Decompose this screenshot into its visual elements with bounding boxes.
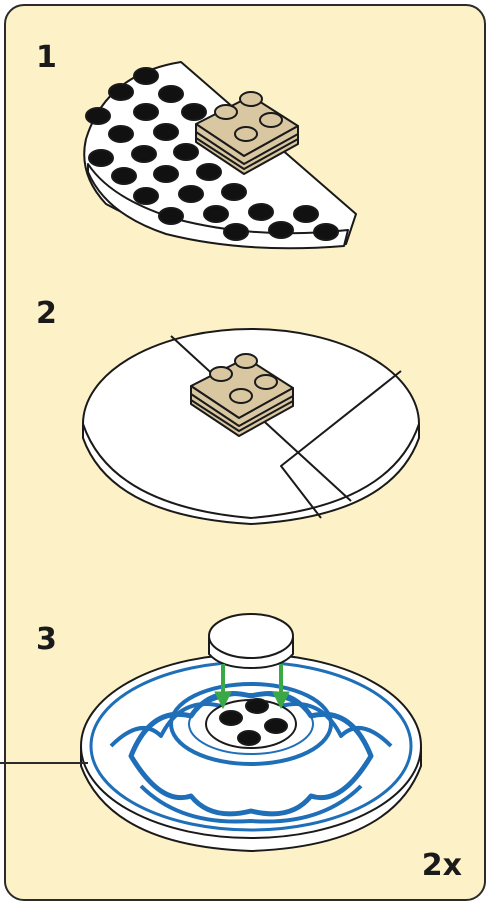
stud <box>294 206 318 222</box>
stud <box>224 224 248 240</box>
stud <box>109 84 133 100</box>
panel-edge-gap <box>0 604 4 762</box>
stud <box>249 204 273 220</box>
stud <box>134 188 158 204</box>
step-3-illustration <box>71 596 431 856</box>
step-3-number: 3 <box>36 622 57 657</box>
stud <box>134 68 158 84</box>
stud <box>154 124 178 140</box>
step-1-illustration <box>66 54 366 264</box>
stud <box>154 166 178 182</box>
stud <box>159 86 183 102</box>
stud <box>269 222 293 238</box>
instruction-panel: 1 2 3 <box>4 4 486 901</box>
stud <box>89 150 113 166</box>
stud <box>314 224 338 240</box>
stud <box>86 108 110 124</box>
step-2-number: 2 <box>36 296 57 331</box>
stud <box>182 104 206 120</box>
stud <box>197 164 221 180</box>
stud <box>174 144 198 160</box>
stud <box>132 146 156 162</box>
stud <box>159 208 183 224</box>
multiplier-label: 2x <box>422 848 462 883</box>
divider-line <box>0 762 88 764</box>
step-2-illustration <box>71 306 431 536</box>
stud <box>179 186 203 202</box>
stud <box>109 126 133 142</box>
stud <box>112 168 136 184</box>
stud <box>204 206 228 222</box>
stud <box>222 184 246 200</box>
stud <box>134 104 158 120</box>
step-1-number: 1 <box>36 40 57 75</box>
